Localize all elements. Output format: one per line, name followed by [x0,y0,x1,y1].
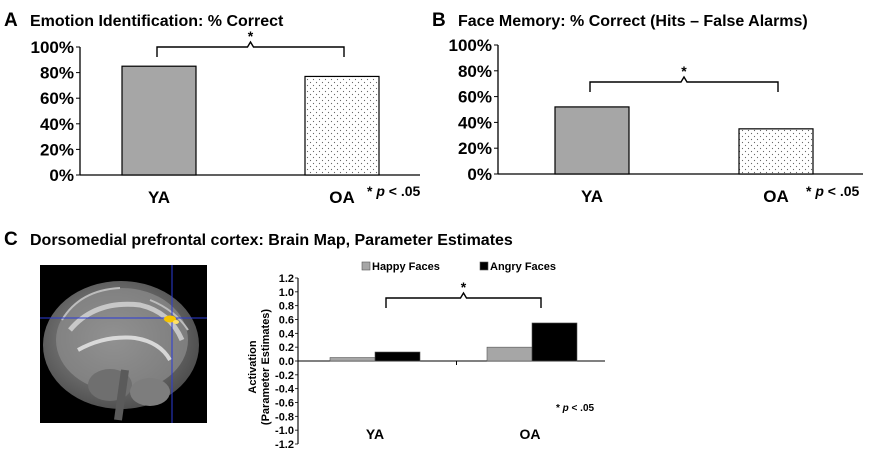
chart-a-ytick-label: 0% [49,166,74,185]
panel-b: B Face Memory: % Correct (Hits – False A… [432,10,863,206]
chart-c-category-label: YA [366,426,384,442]
chart-c-ylabel: Activation(Parameter Estimates) [247,309,272,426]
chart-c-ytick-label: 1.2 [279,273,294,285]
chart-c-legend-swatch [361,261,371,271]
activation-cluster-small [173,320,179,324]
panel-a-significance-note: * p < .05 [367,183,421,199]
chart-a-star: * [248,28,254,44]
chart-b-category-label: YA [581,187,603,206]
panel-a: A Emotion Identification: % Correct 0% 20… [4,10,421,207]
panel-c: C Dorsomedial prefrontal cortex: Brain M… [4,229,605,451]
chart-c-legend-label: Angry Faces [490,261,556,273]
chart-a-ytick-label: 100% [31,38,74,57]
panel-b-title: Face Memory: % Correct (Hits – False Ala… [458,13,808,30]
chart-b-bracket [589,75,779,92]
chart-c-category-label: OA [520,426,541,442]
chart-a-category-label: YA [148,188,170,207]
chart-c-bar-oa-happy [486,346,533,362]
chart-a-ytick-label: 60% [40,89,74,108]
chart-c-ytick-label: -0.6 [275,398,294,410]
chart-a-ytick-label: 20% [40,140,74,159]
chart-a-bar-oa [304,75,380,176]
chart-c-ytick-label: -0.8 [275,411,294,423]
chart-c-ytick-label: 0.2 [279,342,294,354]
chart-c-bracket [385,291,542,308]
chart-b-ytick-label: 100% [449,36,492,55]
chart-a-ytick-label: 40% [40,115,74,134]
chart-b-category-label: OA [763,187,789,206]
chart-b-ytick-label: 20% [458,139,492,158]
chart-b-star: * [681,63,687,79]
chart-b-ytick-label: 80% [458,62,492,81]
chart-b-ytick-label: 60% [458,88,492,107]
chart-c-ytick-label: 0.4 [279,328,295,340]
chart-c-legend-swatch [479,261,489,271]
chart-c-ytick-label: 1.0 [279,287,294,299]
chart-c-star: * [461,279,467,295]
panel-b-letter: B [432,10,446,31]
chart-c-bar-oa-angry [531,322,578,362]
chart-c-bar-ya-angry [374,351,421,362]
panel-a-letter: A [4,10,18,31]
chart-c-ytick-label: -1.2 [275,439,294,451]
chart-b-ytick-label: 40% [458,113,492,132]
chart-b-ytick-label: 0% [467,165,492,184]
chart-c-ytick-label: 0.8 [279,301,294,313]
chart-a: 0% 20% 40% 60% 80% 100% YA OA * [31,28,420,207]
chart-b-bar-oa [738,128,814,175]
chart-a-bar-ya [121,65,197,176]
chart-c-ytick-label: 0.0 [279,356,294,368]
chart-c: -1.2 -1.0 -0.8-0.6 -0.4 -0.2 0.0 0.2 0.40.6 0.8 1… [247,261,605,451]
panel-b-significance-note: * p < .05 [806,183,860,199]
chart-a-category-label: OA [329,188,355,207]
activation-cluster [164,315,176,323]
panel-c-significance-note: * p < .05 [556,403,595,414]
chart-a-bracket [156,40,345,57]
panel-c-letter: C [4,229,18,250]
chart-b-bar-ya [554,106,630,175]
chart-c-ytick-label: 0.6 [279,315,294,327]
chart-c-legend-label: Happy Faces [372,261,440,273]
chart-c-ytick-label: -0.2 [275,370,294,382]
chart-c-ytick-label: -1.0 [275,425,294,437]
chart-c-bar-ya-happy [329,357,376,362]
chart-a-ytick-label: 80% [40,64,74,83]
chart-b: 0% 20% 40% 60% 80% 100% YA OA * [449,36,863,206]
chart-c-ytick-label: -0.4 [275,384,295,396]
panel-a-title: Emotion Identification: % Correct [30,13,284,30]
brain-map-image [40,265,207,423]
panel-c-title: Dorsomedial prefrontal cortex: Brain Map… [30,232,513,249]
